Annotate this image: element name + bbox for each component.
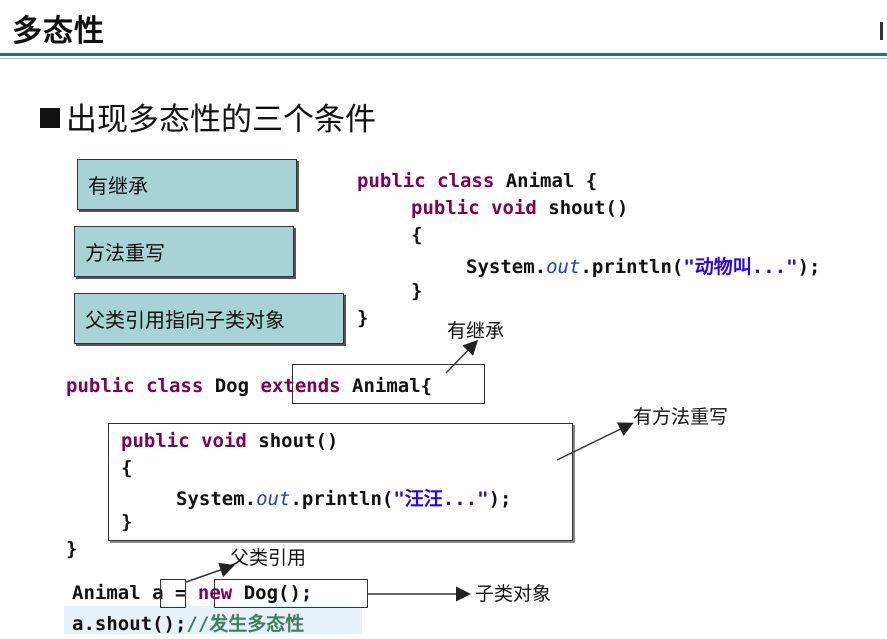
dog-code-line5: }	[121, 511, 133, 533]
dog-code-line2: public void shout()	[121, 430, 338, 452]
condition-label: 父类引用指向子类对象	[85, 308, 285, 332]
section-heading-text: 出现多态性的三个条件	[66, 102, 376, 138]
condition-box-inheritance: 有继承	[77, 159, 297, 210]
main-code-line1: Animal a = new Dog();	[72, 582, 312, 604]
animal-code-line1: public class Animal {	[357, 170, 597, 192]
code-call: a.shout();	[72, 613, 187, 635]
polymorphism-call-highlight	[64, 606, 362, 634]
code-keyword: public void	[121, 430, 247, 452]
code-text: );	[797, 256, 821, 278]
condition-box-parent-ref: 父类引用指向子类对象	[74, 293, 344, 344]
code-text: System.	[176, 488, 257, 510]
override-method-box	[108, 423, 573, 541]
code-field: out	[546, 256, 581, 278]
title-divider	[0, 53, 887, 56]
dog-code-line6: }	[66, 538, 78, 560]
code-type: Animal	[72, 582, 141, 604]
code-operator: =	[175, 582, 187, 604]
extends-highlight-box	[292, 364, 485, 404]
square-bullet-icon	[40, 108, 60, 128]
dog-code-line4: System.out.println("汪汪...");	[176, 484, 511, 511]
code-string: "动物叫..."	[683, 256, 798, 278]
code-field: out	[256, 488, 291, 510]
code-text: .println(	[580, 256, 684, 278]
title-divider-thin	[0, 58, 887, 59]
code-identifier: shout()	[258, 430, 339, 452]
condition-box-override: 方法重写	[74, 226, 294, 277]
dog-code-line3: {	[121, 457, 133, 479]
arrow-parent-ref-icon	[185, 562, 235, 583]
code-identifier: shout()	[548, 197, 629, 219]
main-code-line2: a.shout();//发生多态性	[72, 609, 304, 636]
condition-label: 有继承	[88, 174, 148, 198]
new-dog-highlight-box	[214, 579, 368, 608]
annotation-parent-ref: 父类引用	[230, 547, 307, 569]
code-keyword-new: new	[197, 582, 233, 604]
animal-code-line3: {	[411, 224, 423, 246]
code-keyword: public void	[411, 197, 537, 219]
code-keyword: public class	[357, 170, 495, 192]
code-identifier: Animal {	[505, 170, 598, 192]
dog-code-line1: public class Dog extends Animal{	[66, 375, 432, 397]
code-text: );	[488, 488, 512, 510]
code-variable: a	[152, 582, 164, 604]
code-string: "汪汪..."	[393, 488, 489, 510]
animal-code-line6: }	[357, 307, 369, 329]
annotation-override: 有方法重写	[633, 406, 729, 428]
code-identifier: Animal{	[352, 375, 433, 397]
condition-label: 方法重写	[85, 241, 165, 265]
code-keyword: public class	[66, 375, 204, 397]
code-text: System.	[466, 256, 547, 278]
animal-code-line2: public void shout()	[411, 197, 628, 219]
animal-code-line5: }	[411, 280, 423, 302]
corner-mark	[880, 22, 883, 40]
annotation-inherit: 有继承	[447, 320, 505, 342]
arrow-inherit-icon	[445, 339, 479, 374]
annotation-child-object: 子类对象	[475, 583, 552, 605]
code-constructor: Dog();	[243, 582, 313, 604]
code-comment: //发生多态性	[186, 613, 305, 635]
code-keyword-extends: extends	[260, 375, 341, 397]
variable-highlight-box	[160, 579, 186, 608]
slide-title: 多态性	[12, 14, 105, 49]
code-identifier: Dog	[214, 375, 250, 397]
arrow-override-icon	[556, 422, 634, 461]
section-heading: 出现多态性的三个条件	[40, 94, 376, 139]
animal-code-line4: System.out.println("动物叫...");	[466, 252, 820, 279]
code-text: .println(	[290, 488, 394, 510]
